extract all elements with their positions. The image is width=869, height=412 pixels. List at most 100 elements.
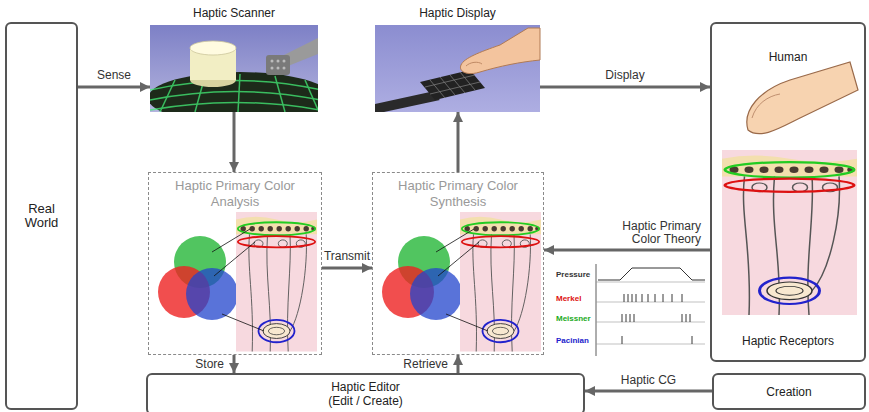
flow-arrow [585, 390, 712, 393]
flow-label: Store [193, 358, 226, 371]
receptor-response-chart-part-part [596, 282, 705, 283]
scanner-picture-part-part [277, 60, 280, 63]
synthesis-illustration [382, 212, 541, 352]
display-picture-part [375, 92, 440, 112]
receptor-response-chart-part-part [682, 294, 683, 302]
receptor-response-chart-part-part [636, 294, 637, 302]
scanner-picture-part-part-part [275, 76, 285, 112]
flow-arrow [540, 86, 710, 89]
flow-label: Sense [95, 69, 133, 82]
analysis-box: Haptic Primary Color Analysis [148, 172, 322, 355]
receptor-response-chart-part-part [663, 294, 664, 302]
receptor-response-chart-part-part [596, 322, 705, 323]
synthesis-illustration-part-part [446, 314, 488, 331]
box-label: Haptic Scanner [150, 6, 318, 20]
flow-label: Transmit [322, 250, 372, 263]
display-picture-part [420, 70, 485, 100]
scanner-picture-part [271, 60, 286, 70]
receptor-response-chart-part-part [692, 336, 693, 344]
scanner-picture-part [266, 55, 290, 75]
receptor-response-chart-part-part [622, 336, 623, 344]
world-box: Real World [5, 22, 78, 410]
box-label: Creation [766, 385, 811, 399]
flow-arrow [78, 86, 150, 89]
receptor-response-chart-part-part [682, 314, 683, 322]
synthesis-illustration-part [460, 212, 541, 352]
human-illustration-part [722, 150, 857, 315]
synthesis-illustration-part [410, 268, 462, 320]
receptor-response-chart-part-part [596, 302, 705, 303]
display-panel: Haptic Display [375, 25, 540, 112]
analysis-illustration-part-part [214, 242, 255, 276]
receptor-response-chart-part-part [632, 294, 633, 302]
receptor-response-chart-part-part [626, 314, 627, 322]
display-picture [375, 25, 540, 112]
human-box: HumanHaptic Receptors [710, 22, 866, 362]
flow-arrow [457, 355, 460, 373]
editor-box: Haptic Editor (Edit / Create) [146, 373, 585, 412]
scanner-picture-part-part-part [150, 91, 318, 102]
synthesis-illustration-part-part [438, 242, 479, 276]
scanner-picture-part-part-part [160, 80, 175, 112]
flow-arrow [322, 267, 372, 270]
display-picture-part [460, 28, 540, 74]
scanner-picture-part-part-part [305, 80, 318, 110]
box-label: Real World [17, 202, 67, 230]
receptor-response-chart-part-part [655, 294, 656, 302]
box-label: Human [769, 50, 808, 64]
box-label: Haptic Editor (Edit / Create) [318, 380, 413, 408]
receptor-response-chart-part [596, 282, 705, 344]
synthesis-illustration-part-part [436, 229, 474, 252]
scanner-picture-part [190, 41, 236, 55]
analysis-illustration-part [186, 268, 238, 320]
human-illustration [722, 62, 858, 315]
receptor-response-chart-part-part [634, 314, 635, 322]
analysis-illustration-part-part [212, 229, 250, 252]
flow-label: Haptic CG [619, 374, 678, 387]
stage-heading: Haptic Primary Color Analysis [160, 178, 310, 210]
scanner-picture-part-part [271, 60, 274, 63]
receptor-response-chart-part-part [648, 294, 649, 302]
analysis-illustration-part [236, 212, 317, 352]
flow-label: Haptic Primary Color Theory [595, 220, 703, 246]
receptor-response-chart-part-part [630, 314, 631, 322]
receptor-response-chart-part-part [686, 314, 687, 322]
stage-heading: Haptic Primary Color Synthesis [383, 178, 533, 210]
scanner-picture [148, 25, 332, 124]
scanner-panel: Haptic Scanner [150, 25, 318, 112]
receptor-response-chart-part-part [624, 294, 625, 302]
synthesis-box: Haptic Primary Color Synthesis [372, 172, 544, 355]
receptor-response-chart-part [596, 264, 597, 356]
flow-arrow [233, 112, 236, 172]
display-picture-part-part [460, 72, 475, 90]
receptor-response-chart-part-part [628, 294, 629, 302]
scanner-picture-part-part [283, 67, 286, 70]
display-picture-part [425, 72, 480, 98]
receptor-response-chart-part-part [596, 344, 705, 345]
box-label: Haptic Display [375, 6, 540, 20]
scanner-picture-part-part [283, 60, 286, 63]
flow-arrow [457, 112, 460, 172]
flow-arrow [233, 355, 236, 373]
signal-name: Pressure [556, 270, 590, 279]
receptor-name: Pacinian [556, 336, 589, 345]
receptor-response-chart-part [622, 294, 692, 344]
scanner-picture-part-part-part [150, 102, 318, 112]
flow-arrow [544, 249, 710, 252]
human-illustration-part [752, 94, 780, 118]
scanner-picture-part-part [271, 67, 274, 70]
receptor-name: Meissner [556, 314, 591, 323]
display-picture-part [375, 25, 540, 112]
display-picture-part-part [430, 82, 480, 94]
scanner-picture-part-part [277, 67, 280, 70]
box-label: Haptic Receptors [742, 334, 834, 348]
flow-label: Retrieve [401, 358, 450, 371]
display-picture-part [466, 62, 482, 66]
analysis-illustration [158, 212, 317, 352]
flow-label: Display [603, 69, 646, 82]
receptor-response-chart-part-part [672, 294, 673, 302]
creation-box: Creation [712, 373, 866, 410]
analysis-illustration-part-part [222, 314, 264, 331]
